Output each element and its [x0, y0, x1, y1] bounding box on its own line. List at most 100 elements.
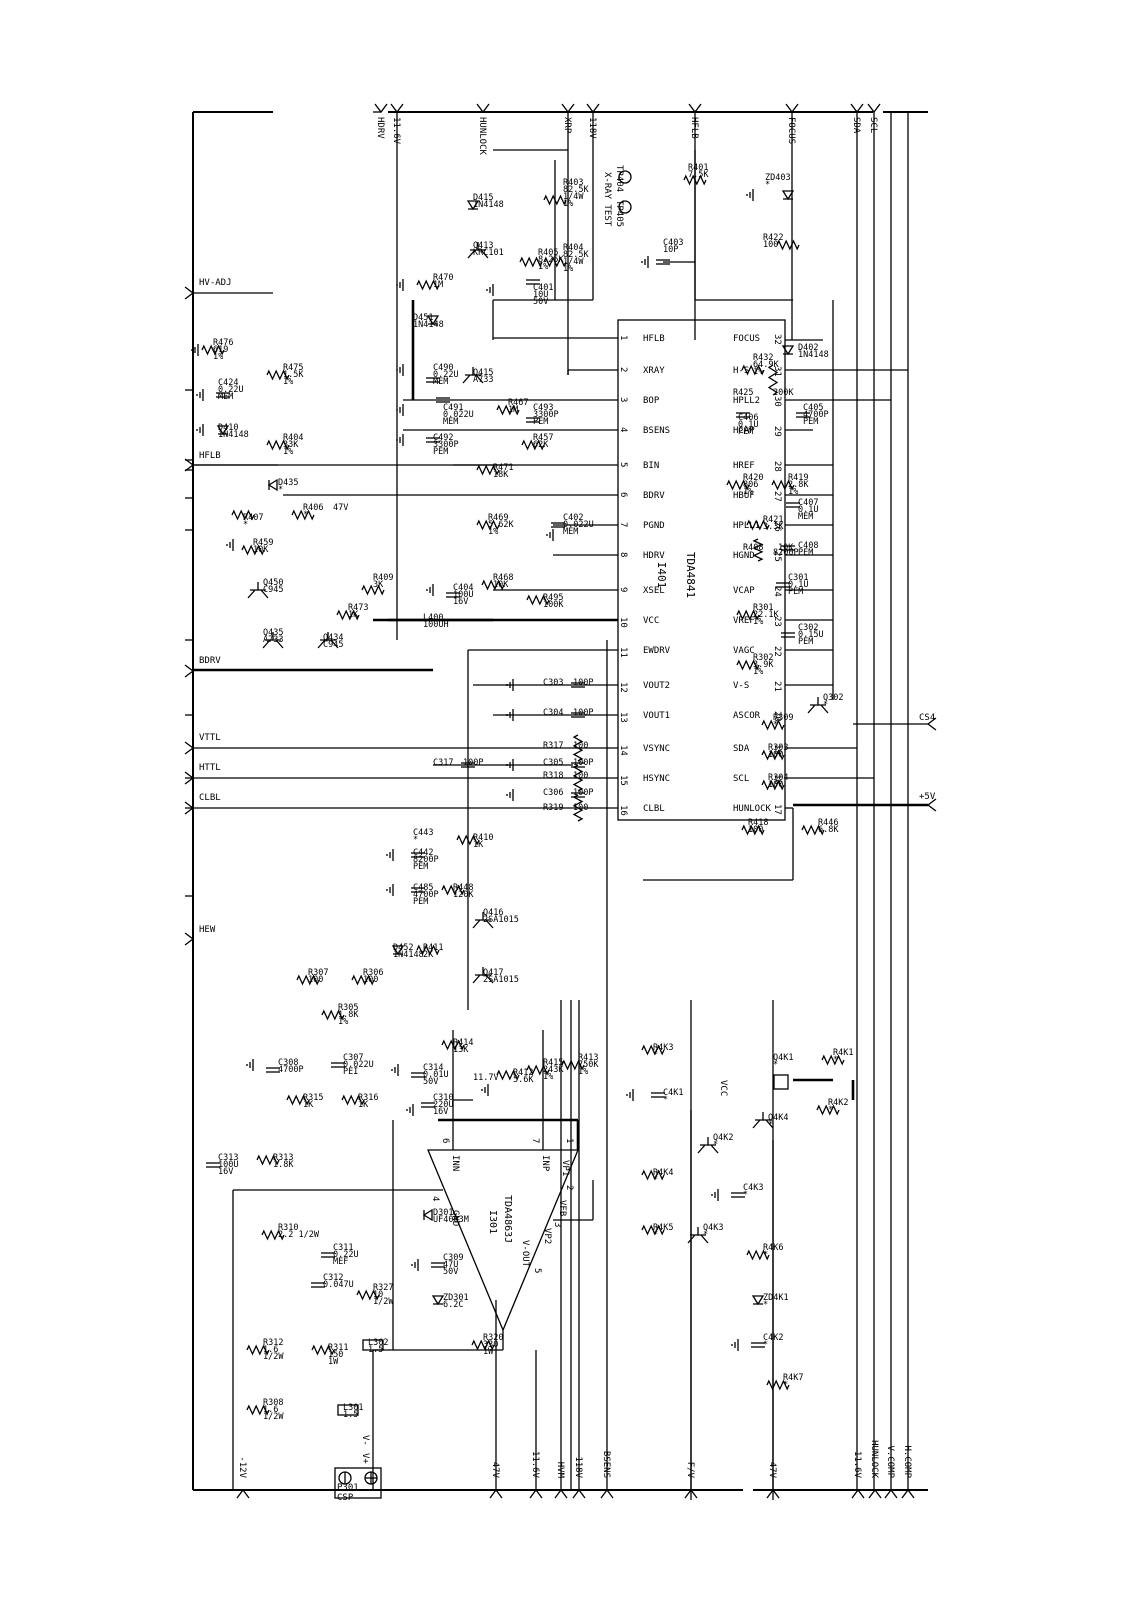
ic-main-pin-num: 23	[772, 616, 782, 627]
transistor-symbol	[247, 582, 269, 599]
component-label-r310_v: 2.2 1/2W	[278, 1230, 320, 1240]
component-label-c303_v: 100P	[573, 678, 593, 688]
ic-main-pin-num: 28	[772, 461, 782, 472]
component-label-d451_v: 1N4148	[413, 320, 444, 330]
component-label-d410: D410	[218, 423, 238, 433]
component-label-c405: C405	[803, 403, 823, 413]
component-label-r403: R403	[563, 178, 583, 188]
component-label-r446_v: 6.8K	[818, 825, 839, 835]
component-label-r308: R308	[263, 1398, 283, 1408]
ic-main-pin-num: 1	[618, 335, 628, 340]
frame-wires	[185, 111, 928, 1491]
ic-main-pin-name: VAGC	[733, 646, 755, 656]
component-label-c313: C313	[218, 1153, 238, 1163]
component-label-c401: C401	[533, 283, 553, 293]
vertical-rails	[396, 112, 909, 1490]
ic-main-pin-name: VOUT2	[643, 681, 670, 691]
component-label-c424_v: 0.22U	[218, 385, 244, 395]
component-label-c405_t: PEM	[803, 417, 818, 427]
resistor-symbol	[336, 609, 360, 621]
resistor-symbol	[201, 344, 225, 356]
resistor-symbol	[321, 1009, 345, 1021]
component-label-r4k3_s: *	[653, 1050, 658, 1060]
ic-main-pin-name: HGND	[733, 551, 755, 561]
component-label-r319_v: 100	[573, 803, 588, 813]
component-label-r469: R469	[488, 513, 508, 523]
port-47v-b-label: 47V	[767, 1462, 777, 1479]
port-clbl-label: CLBL	[199, 793, 221, 803]
port-clbl: CLBL	[184, 793, 221, 815]
transistor-symbol	[687, 1227, 709, 1244]
misc-labels: X-RAY TEST TP404 TP405 VCC	[602, 165, 728, 1096]
diode-symbol	[751, 1295, 765, 1306]
resistor-symbol	[746, 1249, 770, 1261]
component-label-r4k7: R4K7	[783, 1373, 803, 1383]
component-label-l302: L302	[368, 1338, 388, 1348]
component-label-r317_v: 100	[573, 741, 588, 751]
ic-main-pin-num: 14	[618, 745, 628, 756]
component-label-r305_p: 1%	[338, 1017, 348, 1027]
component-label-c314_v: 0.01U	[423, 1070, 449, 1080]
ic-vert-pin-inp: INP	[540, 1155, 550, 1172]
resistor-symbol	[752, 538, 764, 562]
component-label-r421_v: 3.3K	[763, 522, 784, 532]
component-label-r413_v: 750K	[578, 1060, 599, 1070]
component-label-zd403_s: *	[765, 180, 770, 190]
ic-vert-pin-vfb: VFB	[557, 1200, 567, 1216]
component-label-q4k3_s: *	[703, 1230, 708, 1240]
ic-main-pin-name: VREF	[733, 616, 755, 626]
component-label-r308_v: 1.6	[263, 1405, 278, 1415]
resistor-symbol	[246, 1344, 270, 1356]
ic-main-pin-name: HCAP	[733, 426, 755, 436]
component-label-r410_v: 1K	[473, 840, 484, 850]
port-47v-a-label: 47V	[490, 1462, 500, 1479]
ic-main-pin-num: 29	[772, 426, 782, 437]
component-label-c309_t: 50V	[443, 1267, 458, 1277]
port-cs4-label: CS4	[919, 713, 935, 723]
port-vttl: VTTL	[184, 733, 221, 755]
component-label-c405_v: 4700P	[803, 410, 829, 420]
component-label-c401_t: 50V	[533, 297, 548, 307]
resistor-symbol	[736, 659, 760, 671]
component-label-c306: C306	[543, 788, 563, 798]
component-label-r404b_p: 1%	[283, 447, 293, 457]
transistor-symbol	[472, 912, 494, 929]
diode-symbol	[466, 200, 480, 211]
component-label-c312: C312	[323, 1273, 343, 1283]
resistor-symbol	[771, 479, 795, 491]
component-label-r306_v: 100	[363, 975, 378, 985]
resistor-symbol	[736, 609, 760, 621]
ic-vert-n4: 4	[430, 1196, 440, 1201]
component-label-v117: 11.7V	[473, 1073, 499, 1083]
ic-main-pin-num: 30	[772, 396, 782, 407]
component-label-d451: D451	[413, 313, 433, 323]
port-11-6v-a-label: 11.6V	[530, 1451, 540, 1479]
ic-main-pin-name: VOUT1	[643, 711, 670, 721]
component-label-d435_s: *	[278, 485, 283, 495]
resistor-symbol	[356, 1289, 380, 1301]
ic-main-pin-name: CLBL	[643, 804, 665, 814]
component-label-q435: Q435	[263, 628, 283, 638]
ic-vert-part: TDA4863J	[502, 1195, 513, 1243]
component-label-r471_v: 18K	[493, 470, 509, 480]
component-label-r405_p: 1%	[538, 262, 548, 272]
component-label-c311: C311	[333, 1243, 353, 1253]
resistor-symbol	[816, 1104, 840, 1116]
ground-symbol	[641, 256, 649, 268]
component-label-r311: R311	[328, 1343, 348, 1353]
resistor-symbol	[519, 256, 543, 268]
ic-main-pin-name: V-S	[733, 681, 749, 691]
component-label-r419_v: 2.8K	[788, 480, 809, 490]
component-label-c485: C485	[413, 883, 433, 893]
resistor-symbol	[521, 439, 545, 451]
component-label-r4k4: R4K4	[653, 1168, 673, 1178]
port-5v-label: +5V	[919, 792, 936, 802]
ground-symbol	[386, 849, 394, 861]
inductor-l301	[337, 1404, 359, 1416]
component-label-r422: R422	[763, 233, 783, 243]
component-label-q4k1_s: *	[773, 1060, 778, 1070]
component-label-r310: R310	[278, 1223, 298, 1233]
resistor-symbol	[416, 279, 440, 291]
ic-vert-pin-vout: V-OUT	[520, 1240, 530, 1268]
component-label-r318: R318	[543, 771, 563, 781]
